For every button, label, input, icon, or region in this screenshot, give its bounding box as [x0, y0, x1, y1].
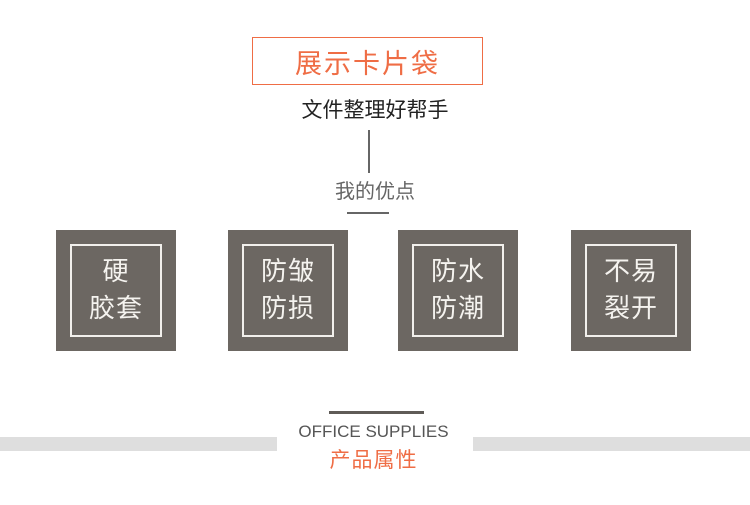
subtitle: 文件整理好帮手	[301, 98, 449, 122]
title-box: 展示卡片袋	[252, 37, 483, 85]
feature-frame: 防皱防损	[242, 244, 334, 337]
advantages-heading: 我的优点	[335, 179, 415, 203]
page-title: 展示卡片袋	[295, 48, 440, 80]
feature-line2: 防损	[260, 293, 315, 324]
feature-line1: 不易	[603, 256, 658, 287]
feature-tile: 防水防潮	[398, 230, 518, 351]
section-bar-left	[0, 437, 277, 451]
vertical-divider	[368, 130, 370, 173]
section-bar-right	[473, 437, 750, 451]
feature-tile: 硬胶套	[56, 230, 176, 351]
feature-frame: 硬胶套	[70, 244, 162, 337]
feature-line1: 防水	[430, 256, 485, 287]
feature-line2: 胶套	[88, 293, 143, 324]
section-chinese-title: 产品属性	[329, 448, 418, 472]
feature-frame: 不易裂开	[585, 244, 677, 337]
section-english-title: OFFICE SUPPLIES	[298, 422, 449, 441]
feature-line1: 硬	[102, 256, 130, 287]
feature-frame: 防水防潮	[412, 244, 504, 337]
feature-line2: 防潮	[430, 293, 485, 324]
horizontal-divider	[347, 212, 389, 214]
feature-line2: 裂开	[603, 293, 658, 324]
feature-tile: 不易裂开	[571, 230, 691, 351]
feature-tile: 防皱防损	[228, 230, 348, 351]
feature-line1: 防皱	[260, 256, 315, 287]
section-top-line	[329, 411, 424, 414]
